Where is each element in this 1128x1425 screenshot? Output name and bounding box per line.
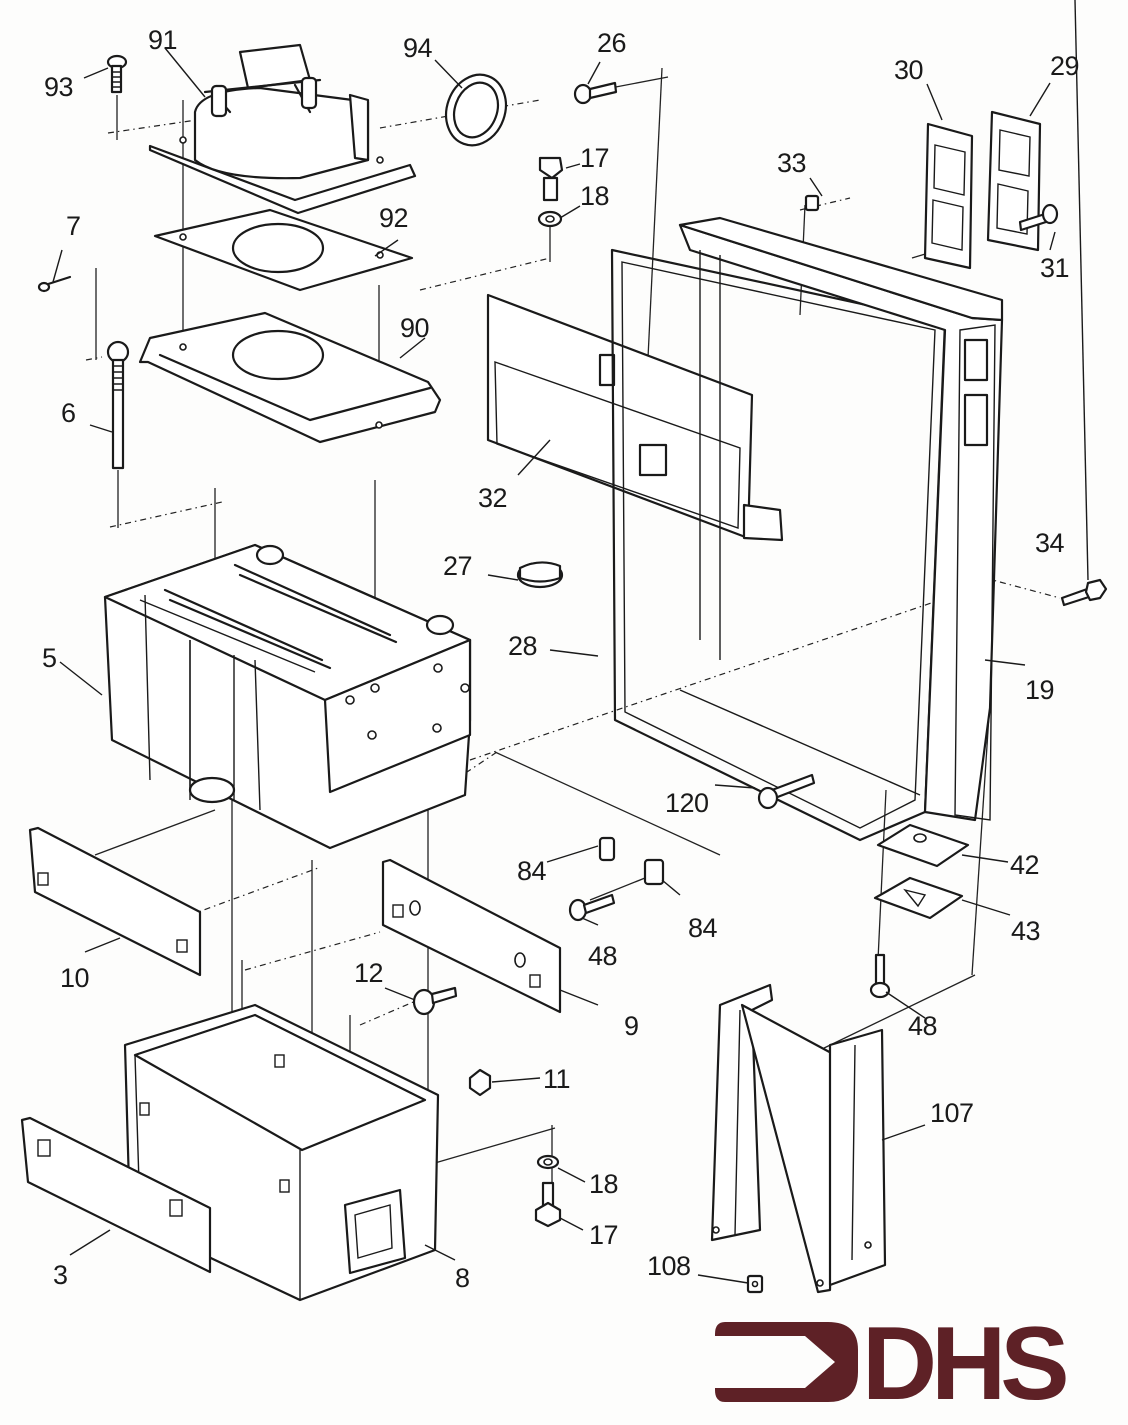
label-part-107: 107 xyxy=(930,1098,974,1128)
part-84-clip-lower[interactable] xyxy=(643,858,665,886)
part-42-gasket[interactable] xyxy=(876,823,970,868)
part-18-washer-bottom[interactable] xyxy=(536,1154,560,1170)
part-92-gasket[interactable] xyxy=(153,208,414,292)
part-28-seal[interactable] xyxy=(610,248,947,842)
part-108-nut-plate[interactable] xyxy=(746,1274,764,1294)
label-part-34: 34 xyxy=(1035,528,1065,558)
label-part-120: 120 xyxy=(665,788,709,818)
label-part-30: 30 xyxy=(894,55,924,85)
part-10-side-panel[interactable] xyxy=(28,826,202,977)
part-26-screw[interactable] xyxy=(573,81,618,105)
arrow-right-icon xyxy=(715,1322,858,1402)
part-32-front-panel[interactable] xyxy=(486,293,784,542)
label-part-90: 90 xyxy=(400,313,430,343)
part-27-grommet[interactable] xyxy=(516,561,564,589)
logo-text: DHS xyxy=(862,1306,1070,1422)
part-19-casing[interactable] xyxy=(678,216,1004,822)
label-part-5: 5 xyxy=(42,643,57,673)
label-part-108: 108 xyxy=(647,1251,691,1281)
part-3-front-strip[interactable] xyxy=(20,1116,212,1274)
leader-lines xyxy=(52,0,1089,1284)
part-34-bolt[interactable] xyxy=(1060,578,1108,607)
part-8-base-tray[interactable] xyxy=(123,1003,440,1302)
label-part-48-lower: 48 xyxy=(908,1011,938,1041)
label-part-28: 28 xyxy=(508,631,538,661)
label-part-27: 27 xyxy=(443,551,473,581)
label-part-12: 12 xyxy=(354,958,384,988)
label-part-43: 43 xyxy=(1011,916,1041,946)
part-17-bolt-top[interactable] xyxy=(538,156,564,202)
label-part-18-bottom: 18 xyxy=(589,1169,619,1199)
label-part-26: 26 xyxy=(597,28,627,58)
label-part-8: 8 xyxy=(455,1263,470,1293)
part-93-screw[interactable] xyxy=(106,54,128,94)
part-30-plate[interactable] xyxy=(923,122,974,270)
label-part-17-bottom: 17 xyxy=(589,1220,619,1250)
label-part-42: 42 xyxy=(1010,850,1040,880)
part-48-screw-lower[interactable] xyxy=(869,953,891,999)
label-part-33: 33 xyxy=(777,148,807,178)
label-part-32: 32 xyxy=(478,483,508,513)
part-94-ring[interactable] xyxy=(436,66,515,153)
label-part-18-top: 18 xyxy=(580,181,610,211)
label-part-48-upper: 48 xyxy=(588,941,618,971)
part-11-nut[interactable] xyxy=(468,1068,492,1097)
part-7-split-pin[interactable] xyxy=(37,275,72,293)
part-90-mounting-plate[interactable] xyxy=(138,311,442,444)
part-43-plate[interactable] xyxy=(873,876,964,920)
part-18-washer-top[interactable] xyxy=(537,210,563,228)
label-part-29: 29 xyxy=(1050,51,1080,81)
label-part-9: 9 xyxy=(624,1011,639,1041)
part-107-bracket[interactable] xyxy=(710,983,887,1294)
label-part-94: 94 xyxy=(403,33,433,63)
part-91-fan[interactable] xyxy=(148,43,417,215)
part-31-screw[interactable] xyxy=(1018,203,1059,232)
label-part-11: 11 xyxy=(543,1064,571,1094)
label-part-3: 3 xyxy=(53,1260,68,1290)
label-part-84-lower: 84 xyxy=(688,913,718,943)
label-part-7: 7 xyxy=(66,211,81,241)
part-120-screw[interactable] xyxy=(757,773,816,810)
label-part-10: 10 xyxy=(60,963,90,993)
label-part-19: 19 xyxy=(1025,675,1055,705)
part-84-clip-upper[interactable] xyxy=(598,836,616,862)
part-9-side-panel[interactable] xyxy=(381,858,562,1014)
part-33-clip[interactable] xyxy=(804,194,820,212)
part-29-plate[interactable] xyxy=(986,110,1042,252)
label-part-84-upper: 84 xyxy=(517,856,547,886)
part-6-tie-rod[interactable] xyxy=(106,340,130,470)
label-part-17-top: 17 xyxy=(580,143,610,173)
part-17-bolt-bottom[interactable] xyxy=(534,1181,562,1228)
heat-exchanger-fins xyxy=(163,563,398,670)
label-part-31: 31 xyxy=(1040,253,1070,283)
label-part-91: 91 xyxy=(148,25,178,55)
label-part-93: 93 xyxy=(44,72,74,102)
part-5-heat-exchanger[interactable] xyxy=(103,543,472,850)
label-part-6: 6 xyxy=(61,398,76,428)
part-12-screw[interactable] xyxy=(412,986,458,1016)
label-part-92: 92 xyxy=(379,203,409,233)
part-48-screw-upper[interactable] xyxy=(568,893,616,922)
